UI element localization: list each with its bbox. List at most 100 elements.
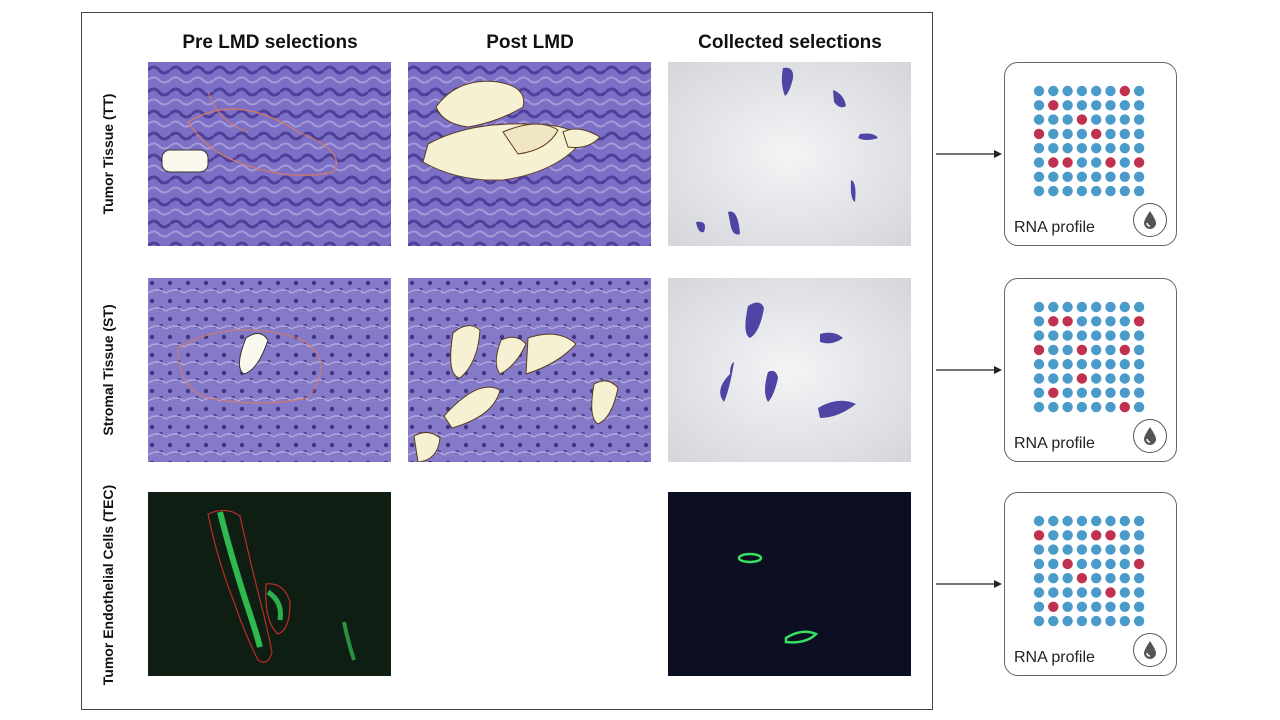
rna-dot-highlighted xyxy=(1105,530,1116,541)
rna-dot xyxy=(1033,544,1045,555)
droplet-icon xyxy=(1133,633,1167,667)
rna-dot-highlighted xyxy=(1062,157,1073,168)
rna-dot xyxy=(1119,301,1130,313)
tec-pre-lmd-fluorescence-image xyxy=(148,492,391,676)
rna-dot xyxy=(1119,100,1130,111)
rna-dot xyxy=(1062,401,1073,413)
rna-dot xyxy=(1119,515,1130,527)
rna-dot-grid xyxy=(1033,301,1145,413)
rna-dot xyxy=(1105,573,1116,584)
rna-dot xyxy=(1091,387,1102,398)
col-header-pre-lmd: Pre LMD selections xyxy=(182,32,358,53)
rna-dot xyxy=(1033,85,1045,97)
rna-dot xyxy=(1105,615,1116,627)
rna-dot xyxy=(1033,185,1045,197)
rna-dot xyxy=(1076,401,1088,413)
rna-dot xyxy=(1133,401,1145,413)
rna-dot xyxy=(1091,143,1102,154)
rna-dot xyxy=(1133,301,1145,313)
rna-dot-highlighted xyxy=(1119,344,1130,356)
rna-dot-highlighted xyxy=(1048,100,1059,111)
rna-dot xyxy=(1091,301,1102,313)
rna-dot-highlighted xyxy=(1076,573,1088,584)
rna-dot xyxy=(1119,544,1130,555)
rna-dot xyxy=(1105,330,1116,341)
rna-dot xyxy=(1033,330,1045,341)
rna-dot xyxy=(1076,558,1088,570)
rna-dot xyxy=(1048,401,1059,413)
rna-dot xyxy=(1076,301,1088,313)
rna-dot xyxy=(1105,143,1116,154)
rna-dot xyxy=(1133,185,1145,197)
rna-dot xyxy=(1062,171,1073,182)
rna-dot xyxy=(1105,114,1116,125)
rna-dot xyxy=(1119,359,1130,370)
rna-dot xyxy=(1091,373,1102,384)
arrow-tec-to-rna xyxy=(936,580,1002,588)
rna-dot xyxy=(1091,100,1102,111)
rna-dot xyxy=(1062,185,1073,197)
rna-profile-card-tec: RNA profile xyxy=(1004,492,1177,676)
rna-dot xyxy=(1091,615,1102,627)
rna-dot xyxy=(1133,330,1145,341)
rna-dot xyxy=(1076,330,1088,341)
rna-dot xyxy=(1105,316,1116,327)
rna-dot xyxy=(1062,359,1073,370)
rna-dot xyxy=(1048,344,1059,356)
rna-dot xyxy=(1062,114,1073,125)
droplet-icon xyxy=(1133,203,1167,237)
rna-dot xyxy=(1091,544,1102,555)
tt-collected-image xyxy=(668,62,911,246)
rna-dot xyxy=(1033,143,1045,154)
rna-dot xyxy=(1048,573,1059,584)
rna-dot xyxy=(1062,373,1073,384)
rna-dot-highlighted xyxy=(1076,114,1088,125)
rna-dot xyxy=(1133,615,1145,627)
rna-dot xyxy=(1076,387,1088,398)
rna-dot xyxy=(1062,301,1073,313)
rna-dot xyxy=(1133,601,1145,612)
row-label-tumor-tissue: Tumor Tissue (TT) xyxy=(100,93,116,215)
rna-dot xyxy=(1062,515,1073,527)
rna-dot xyxy=(1048,114,1059,125)
rna-dot xyxy=(1105,301,1116,313)
rna-dot-highlighted xyxy=(1033,530,1045,541)
rna-dot xyxy=(1076,615,1088,627)
rna-dot-highlighted xyxy=(1062,558,1073,570)
rna-dot xyxy=(1133,387,1145,398)
rna-dot xyxy=(1105,344,1116,356)
rna-dot xyxy=(1076,85,1088,97)
rna-dot xyxy=(1033,615,1045,627)
rna-dot-highlighted xyxy=(1119,401,1130,413)
rna-dot xyxy=(1062,587,1073,598)
rna-dot-highlighted xyxy=(1076,373,1088,384)
rna-dot-highlighted xyxy=(1091,530,1102,541)
rna-dot xyxy=(1076,530,1088,541)
rna-dot xyxy=(1105,387,1116,398)
rna-dot xyxy=(1062,330,1073,341)
col-header-collected: Collected selections xyxy=(698,32,882,53)
rna-dot xyxy=(1062,128,1073,140)
rna-dot xyxy=(1033,316,1045,327)
rna-dot xyxy=(1062,344,1073,356)
rna-dot xyxy=(1048,185,1059,197)
rna-dot xyxy=(1076,544,1088,555)
tt-pre-lmd-image xyxy=(148,62,391,246)
rna-dot-highlighted xyxy=(1062,316,1073,327)
rna-dot-highlighted xyxy=(1076,344,1088,356)
rna-dot xyxy=(1091,587,1102,598)
rna-dot xyxy=(1119,530,1130,541)
rna-dot xyxy=(1119,601,1130,612)
rna-dot-highlighted xyxy=(1033,128,1045,140)
rna-dot xyxy=(1033,301,1045,313)
rna-dot xyxy=(1033,157,1045,168)
rna-dot xyxy=(1091,558,1102,570)
rna-dot-highlighted xyxy=(1048,316,1059,327)
rna-dot xyxy=(1091,330,1102,341)
rna-dot xyxy=(1105,401,1116,413)
rna-dot-highlighted xyxy=(1105,587,1116,598)
rna-dot xyxy=(1048,359,1059,370)
row-label-endothelial-cells: Tumor Endothelial Cells (TEC) xyxy=(100,484,116,686)
rna-dot-grid xyxy=(1033,515,1145,627)
rna-dot xyxy=(1105,128,1116,140)
